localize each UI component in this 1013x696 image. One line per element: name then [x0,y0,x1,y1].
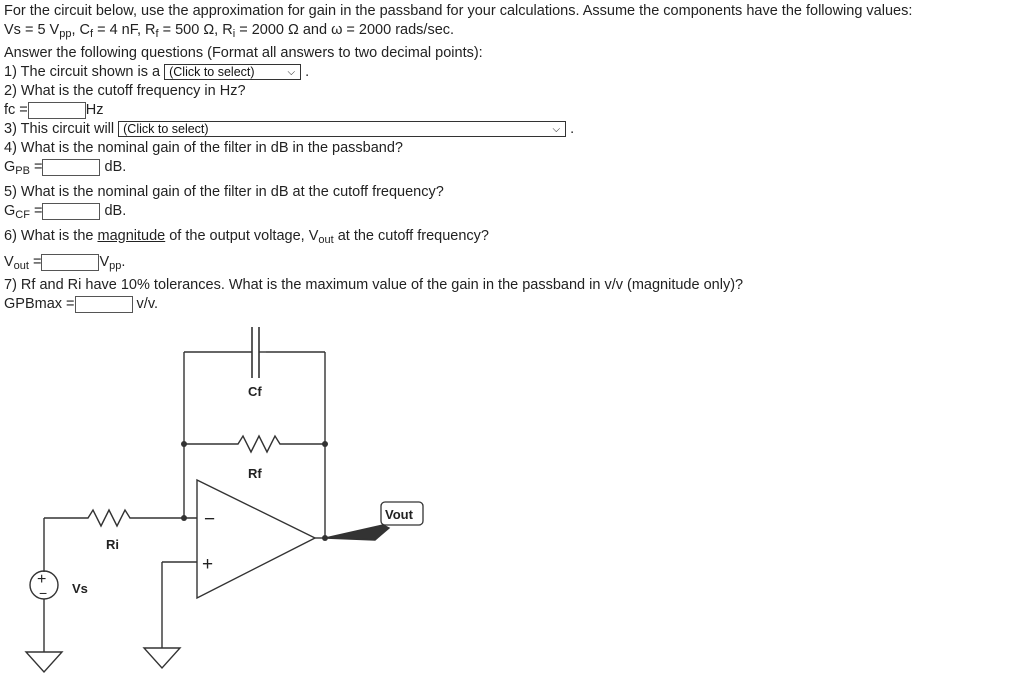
vout-probe [324,501,424,541]
voltage-source-vs [29,570,59,652]
vout-label: Vout [385,507,414,522]
answer-5-row: GCF = dB. [4,202,127,221]
inverting-input-sign: − [204,509,215,530]
question-2: 2) What is the cutoff frequency in Hz? [4,83,246,99]
format-instruction: Answer the following questions (Format a… [4,45,483,61]
question-panel: For the circuit below, use the approxima… [4,2,1004,314]
question-3: 3) This circuit will (Click to select)⌵ … [4,121,575,138]
question-1: 1) The circuit shown is a (Click to sele… [4,64,310,81]
question-4: 4) What is the nominal gain of the filte… [4,140,403,156]
circuit-behavior-select[interactable]: (Click to select)⌵ [118,121,567,138]
component-values: Vs = 5 Vpp, Cf = 4 nF, Rf = 500 Ω, Ri = … [4,22,455,40]
node-dot [181,441,187,447]
ground-icon [24,651,64,674]
vs-label: Vs [72,581,88,596]
chevron-down-icon: ⌵ [287,67,296,79]
intro-text: For the circuit below, use the approxima… [4,3,913,19]
cutoff-gain-input[interactable] [42,202,101,220]
question-7: 7) Rf and Ri have 10% tolerances. What i… [4,277,744,293]
question-5: 5) What is the nominal gain of the filte… [4,184,444,200]
node-dot [181,515,187,521]
circuit-diagram: Cf Rf Ri Vs Vout − + + − [24,327,424,674]
passband-gain-input[interactable] [42,158,101,176]
max-gain-input[interactable] [74,295,133,313]
node-dot [322,441,328,447]
output-voltage-input[interactable] [41,253,100,271]
source-plus-sign: + [37,571,46,588]
circuit-type-select[interactable]: (Click to select)⌵ [164,64,302,81]
capacitor-cf [184,327,325,378]
ground-icon [142,647,182,670]
resistor-rf [184,434,325,454]
answer-2-row: fc =Hz [4,101,104,119]
cf-label: Cf [248,384,262,399]
answer-4-row: GPB = dB. [4,158,127,177]
chevron-down-icon: ⌵ [552,124,561,136]
question-6: 6) What is the magnitude of the output v… [4,228,489,246]
source-minus-sign: − [39,585,47,601]
rf-label: Rf [248,466,262,481]
noninverting-input-sign: + [202,554,213,575]
cutoff-frequency-input[interactable] [27,101,86,119]
op-amp [161,478,328,648]
resistor-ri [43,508,197,572]
answer-7-row: GPBmax = v/v. [4,295,159,313]
ri-label: Ri [106,537,119,552]
answer-6-row: Vout =Vpp. [4,253,126,272]
